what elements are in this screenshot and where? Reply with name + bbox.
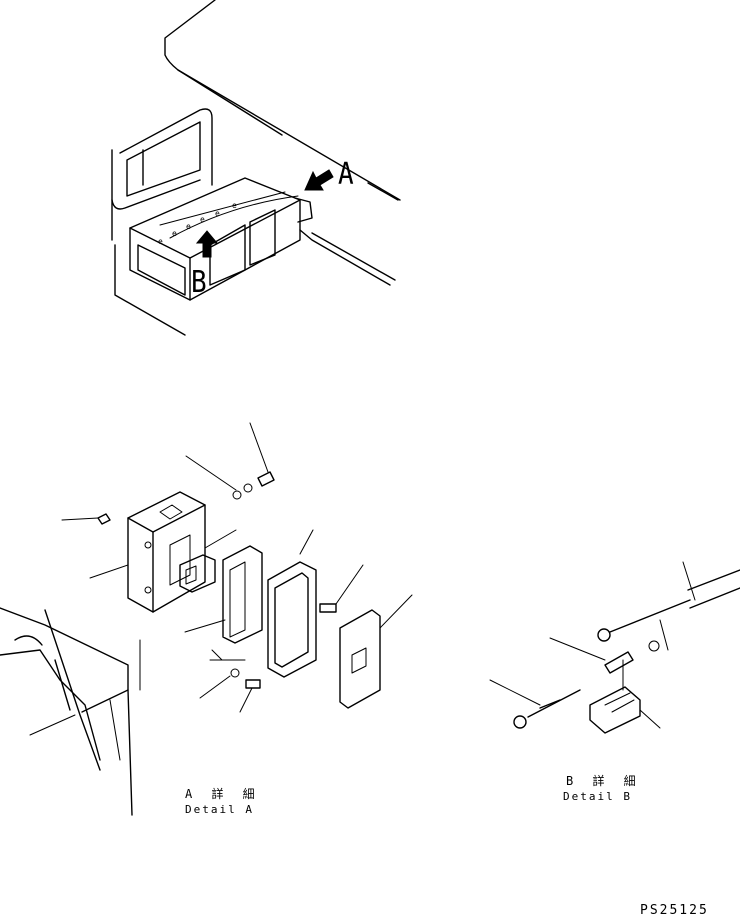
switch-mark: e — [232, 201, 237, 210]
washer — [232, 490, 242, 500]
washer — [230, 668, 240, 678]
overview-illustration: e e e e e e — [111, 0, 401, 336]
connector-end — [648, 640, 660, 652]
detail-b-title-en: Detail B — [563, 790, 632, 803]
switch-mark: e — [172, 229, 177, 238]
switch-mark: e — [158, 237, 163, 246]
switch-mark: e — [200, 215, 205, 224]
detail-a-title-jp: A 詳 細 — [185, 787, 261, 801]
switch-mark: e — [215, 209, 220, 218]
detail-b-title-jp: B 詳 細 — [566, 774, 642, 788]
detail-a-illustration — [0, 422, 413, 816]
mounting-hole — [144, 586, 152, 594]
arrow-b-label: B — [191, 265, 207, 301]
bold-arrow-down-left-icon — [304, 169, 334, 191]
washer — [243, 483, 253, 493]
detail-b-illustration — [489, 561, 740, 734]
switch-mark: e — [186, 222, 191, 231]
detail-a-title-en: Detail A — [185, 803, 254, 816]
ring-terminal — [513, 715, 527, 729]
drawing-code: PS25125 — [640, 903, 709, 918]
bold-arrow-up-icon — [195, 230, 219, 258]
mounting-hole — [144, 541, 152, 549]
ring-terminal — [597, 628, 611, 642]
arrow-a-label: A — [338, 157, 354, 193]
